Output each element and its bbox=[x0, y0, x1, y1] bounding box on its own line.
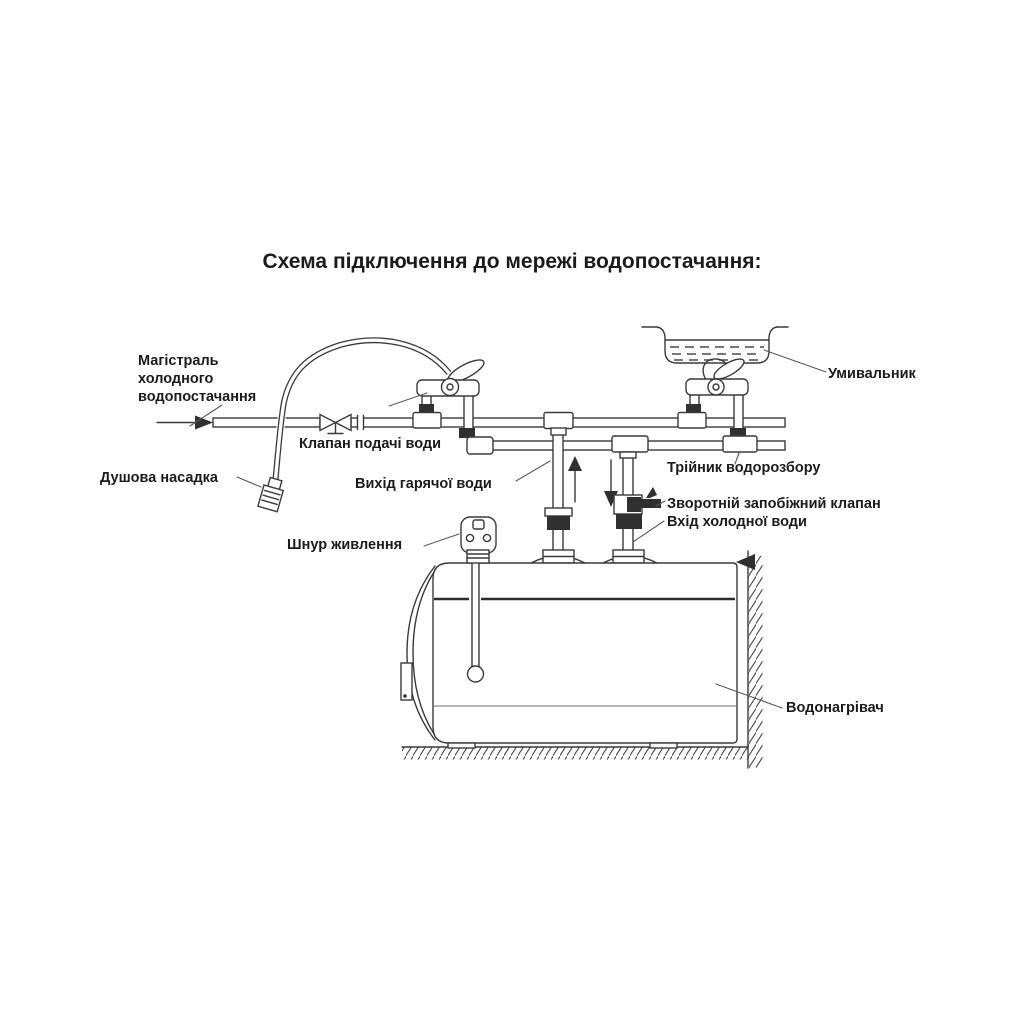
check-valve-leader bbox=[655, 500, 666, 507]
cold-main-leader bbox=[189, 404, 223, 427]
labels: Магістраль холодного водопостачання Клап… bbox=[100, 353, 917, 716]
wall-anchor-icon bbox=[736, 554, 755, 570]
hot-pipe-coupling bbox=[544, 507, 573, 530]
label-cold-main-line3: водопостачання bbox=[138, 389, 256, 405]
pipe-fittings bbox=[412, 404, 758, 459]
label-power-cord: Шнур живлення bbox=[287, 537, 402, 553]
washbasin bbox=[641, 326, 789, 364]
label-water-heater: Водонагрівач bbox=[786, 700, 884, 716]
leader-lines bbox=[236, 349, 827, 709]
right-arrow-icon bbox=[156, 415, 213, 430]
distribution-tee-leader bbox=[734, 452, 740, 465]
label-check-safety-valve: Зворотній запобіжний клапан bbox=[667, 496, 881, 512]
diagram-title: Схема підключення до мережі водопостачан… bbox=[262, 250, 761, 273]
washbasin-mixer-risers bbox=[689, 394, 744, 430]
supply-valve bbox=[319, 413, 352, 435]
water-heater-leader bbox=[715, 683, 783, 709]
washbasin-leader bbox=[763, 349, 827, 373]
label-hot-water-outlet: Вихід гарячої води bbox=[355, 476, 492, 492]
shower-mixer bbox=[416, 359, 485, 397]
washbasin-mixer bbox=[685, 358, 749, 396]
water-heater-tank bbox=[400, 549, 755, 749]
label-cold-main-line1: Магістраль bbox=[138, 353, 219, 369]
hot-outlet-pipe bbox=[552, 433, 564, 552]
floor bbox=[401, 746, 749, 760]
power-cord-leader bbox=[423, 533, 460, 547]
up-arrow-icon bbox=[568, 456, 582, 503]
label-distribution-tee: Трійник водорозбору bbox=[667, 460, 820, 476]
label-cold-main-line2: холодного bbox=[138, 371, 214, 387]
supply-valve-leader bbox=[388, 392, 428, 407]
label-shower-head: Душова насадка bbox=[100, 470, 219, 486]
shower-head-leader bbox=[236, 476, 262, 488]
cold-inlet-leader bbox=[632, 520, 665, 543]
hot-outlet-leader bbox=[515, 460, 551, 482]
shower-hose bbox=[271, 336, 453, 485]
wall bbox=[747, 550, 763, 769]
label-supply-valve: Клапан подачі води bbox=[299, 436, 441, 452]
label-washbasin: Умивальник bbox=[828, 366, 917, 382]
check-valve bbox=[613, 487, 661, 529]
power-plug bbox=[460, 516, 497, 683]
shower-mixer-risers bbox=[421, 395, 474, 430]
label-cold-water-inlet: Вхід холодної води bbox=[667, 514, 807, 530]
shower-head bbox=[257, 476, 285, 513]
